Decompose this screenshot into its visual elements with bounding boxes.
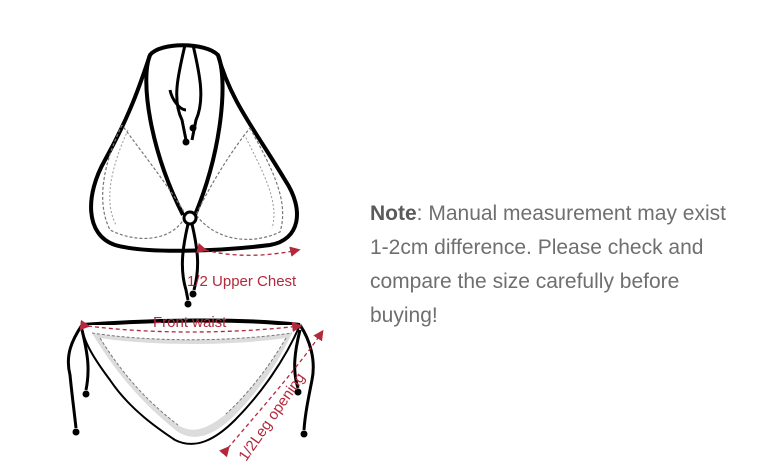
- upper-chest-label: 1/2 Upper Chest: [187, 273, 297, 290]
- note-text: : Manual measurement may exist 1-2cm dif…: [370, 202, 726, 327]
- measurement-note: Note: Manual measurement may exist 1-2cm…: [370, 197, 750, 333]
- bikini-top: [89, 43, 299, 308]
- bikini-bottom: [66, 318, 315, 445]
- measurement-lines: [79, 242, 324, 458]
- note-heading: Note: [370, 202, 417, 225]
- front-waist-label: Front waist: [153, 314, 227, 331]
